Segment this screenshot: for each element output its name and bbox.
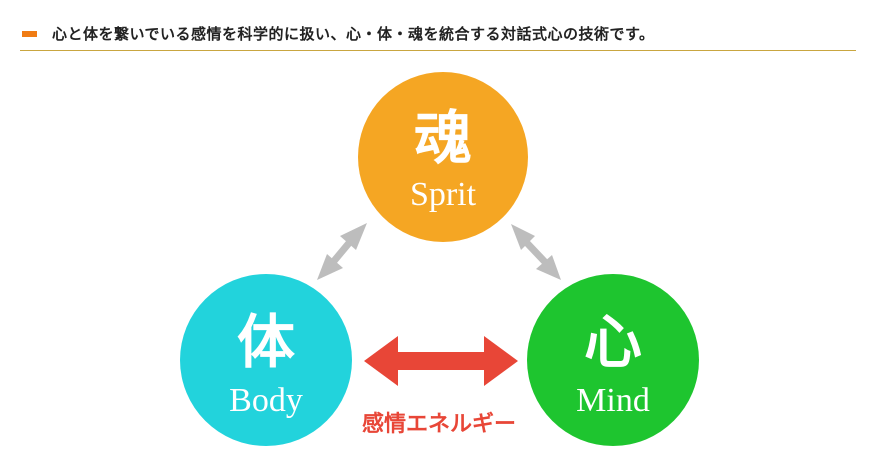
node-body: 体 Body: [180, 274, 352, 446]
node-body-kanji: 体: [236, 308, 295, 376]
arrow-soul-body: [317, 223, 367, 280]
node-mind: 心 Mind: [527, 274, 699, 446]
emotion-energy-label: 感情エネルギー: [361, 412, 516, 437]
header-text: 心と体を繋いでいる感情を科学的に扱い、心・体・魂を統合する対話式心の技術です。: [52, 25, 655, 43]
arrow-soul-mind: [511, 224, 561, 280]
node-soul-label: Sprit: [409, 176, 477, 213]
section-header: 心と体を繋いでいる感情を科学的に扱い、心・体・魂を統合する対話式心の技術です。: [20, 22, 856, 51]
header-bullet: [22, 31, 37, 37]
node-mind-kanji: 心: [583, 308, 642, 376]
node-soul-kanji: 魂: [413, 104, 472, 172]
node-soul: 魂 Sprit: [358, 72, 528, 242]
arrow-body-mind: [364, 336, 518, 386]
node-body-label: Body: [229, 382, 303, 419]
node-mind-label: Mind: [576, 382, 650, 419]
